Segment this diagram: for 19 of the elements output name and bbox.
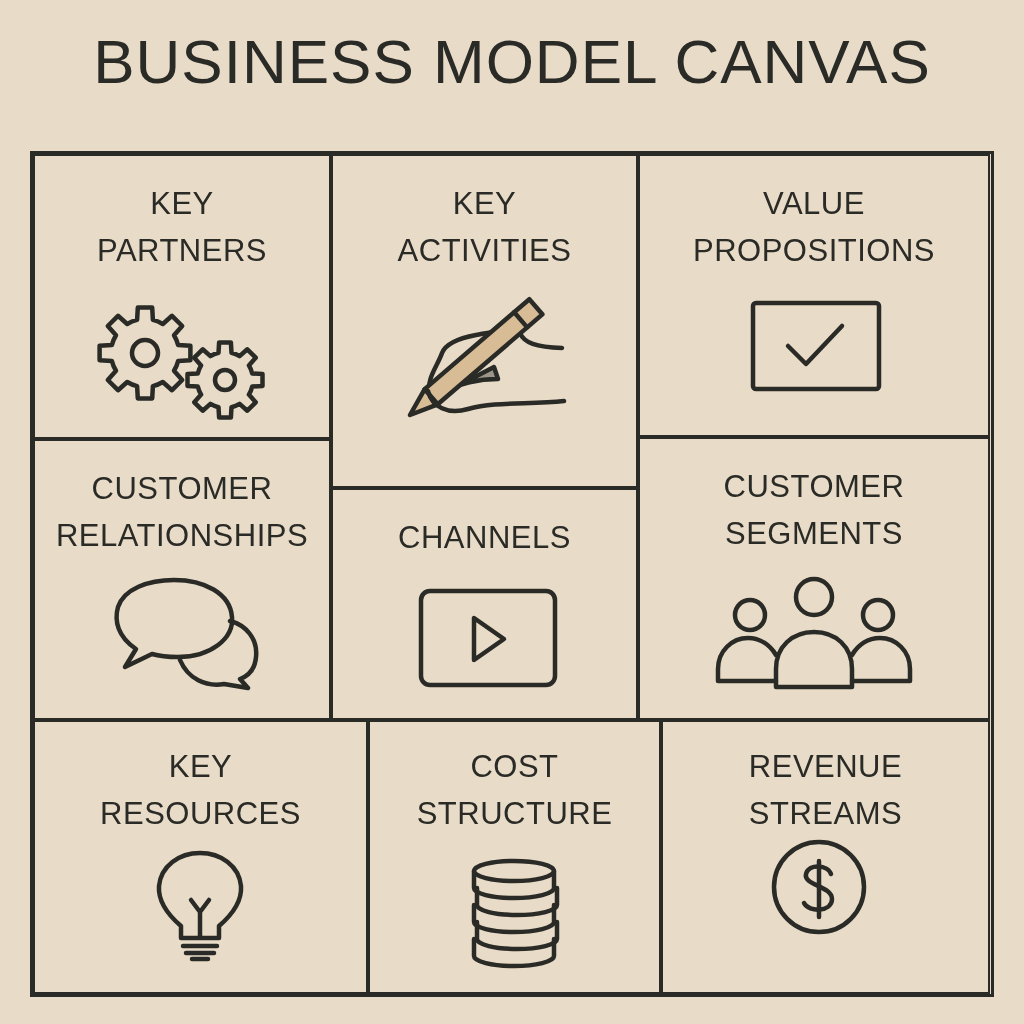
canvas-block [638,437,990,720]
canvas-block [33,154,331,439]
title: BUSINESS MODEL CANVAS [93,28,931,97]
canvas-block [638,154,990,437]
block-label: CUSTOMER SEGMENTS [723,468,905,553]
canvas-block [33,720,368,994]
block-label: CHANNELS [398,519,571,557]
block-label: COST STRUCTURE [416,748,613,833]
block-label: VALUE PROPOSITIONS [693,185,935,270]
canvas-block [331,154,638,488]
canvas-block [368,720,661,994]
block-label: KEY ACTIVITIES [397,185,572,270]
block-label: REVENUE STREAMS [748,748,903,833]
canvas-block [661,720,990,994]
block-label: CUSTOMER RELATIONSHIPS [55,470,309,555]
canvas-block [331,488,638,720]
block-label: KEY PARTNERS [97,185,267,270]
block-label: KEY RESOURCES [100,748,301,833]
canvas-block [33,439,331,720]
